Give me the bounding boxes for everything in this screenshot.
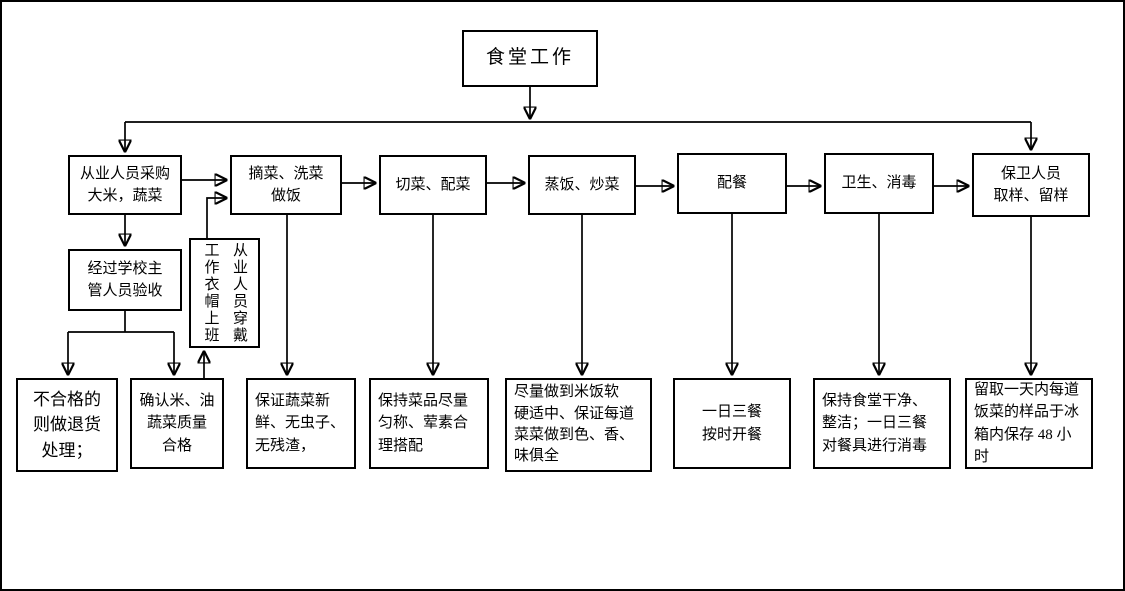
node-confirm-quality-label: 确认米、油 蔬菜质量 合格 xyxy=(139,392,215,454)
node-staff-uniform-label: 从业人员穿戴 工作衣帽上班 xyxy=(202,242,248,344)
node-hygiene-disinfect: 卫生、消毒 xyxy=(824,153,934,214)
node-canteen-work-title-label: 食堂工作 xyxy=(485,47,574,69)
node-veg-fresh-label: 保证蔬菜新 鲜、无虫子、 无残渣， xyxy=(255,392,346,454)
node-sample-storage-label: 留取一天内每道 饭菜的样品于冰 箱内保存 48 小时 xyxy=(974,381,1080,466)
node-security-sampling: 保卫人员 取样、留样 xyxy=(972,153,1090,217)
connector-uniform-pickwash xyxy=(206,198,226,238)
node-staff-purchase-label: 从业人员采购 大米，蔬菜 xyxy=(79,165,170,205)
node-school-inspect-label: 经过学校主 管人员验收 xyxy=(87,260,163,300)
node-reject-return-label: 不合格的 则做退货 处理； xyxy=(33,389,101,460)
node-veg-fresh: 保证蔬菜新 鲜、无虫子、 无残渣， xyxy=(246,378,356,469)
node-staff-uniform: 从业人员穿戴 工作衣帽上班 xyxy=(189,238,260,348)
node-sample-storage: 留取一天内每道 饭菜的样品于冰 箱内保存 48 小时 xyxy=(965,378,1093,469)
node-meal-serving-label: 配餐 xyxy=(716,175,747,192)
node-staff-purchase: 从业人员采购 大米，蔬菜 xyxy=(68,155,182,215)
node-pick-wash-cook: 摘菜、洗菜 做饭 xyxy=(230,155,342,215)
node-hygiene-disinfect-label: 卫生、消毒 xyxy=(841,175,917,192)
node-dish-balance: 保持菜品尽量 匀称、荤素合 理搭配 xyxy=(369,378,489,469)
node-steam-stirfry: 蒸饭、炒菜 xyxy=(528,155,636,215)
node-confirm-quality: 确认米、油 蔬菜质量 合格 xyxy=(130,378,224,469)
node-pick-wash-cook-label: 摘菜、洗菜 做饭 xyxy=(248,165,324,205)
node-rice-texture-label: 尽量做到米饭软 硬适中、保证每道 菜菜做到色、香、 味俱全 xyxy=(514,384,635,465)
node-dish-balance-label: 保持菜品尽量 匀称、荤素合 理搭配 xyxy=(378,392,469,454)
node-reject-return: 不合格的 则做退货 处理； xyxy=(16,378,118,472)
node-canteen-clean-label: 保持食堂干净、 整洁；一日三餐 对餐具进行消毒 xyxy=(822,392,928,454)
node-rice-texture: 尽量做到米饭软 硬适中、保证每道 菜菜做到色、香、 味俱全 xyxy=(505,378,652,472)
node-three-meals-ontime-label: 一日三餐 按时开餐 xyxy=(701,404,762,443)
node-canteen-work-title: 食堂工作 xyxy=(462,30,598,87)
node-school-inspect: 经过学校主 管人员验收 xyxy=(68,249,182,311)
node-cut-match: 切菜、配菜 xyxy=(379,155,487,215)
node-meal-serving: 配餐 xyxy=(677,153,787,214)
node-three-meals-ontime: 一日三餐 按时开餐 xyxy=(673,378,791,469)
node-cut-match-label: 切菜、配菜 xyxy=(395,176,471,193)
node-canteen-clean: 保持食堂干净、 整洁；一日三餐 对餐具进行消毒 xyxy=(813,378,951,469)
node-steam-stirfry-label: 蒸饭、炒菜 xyxy=(544,176,620,193)
node-security-sampling-label: 保卫人员 取样、留样 xyxy=(993,165,1069,205)
